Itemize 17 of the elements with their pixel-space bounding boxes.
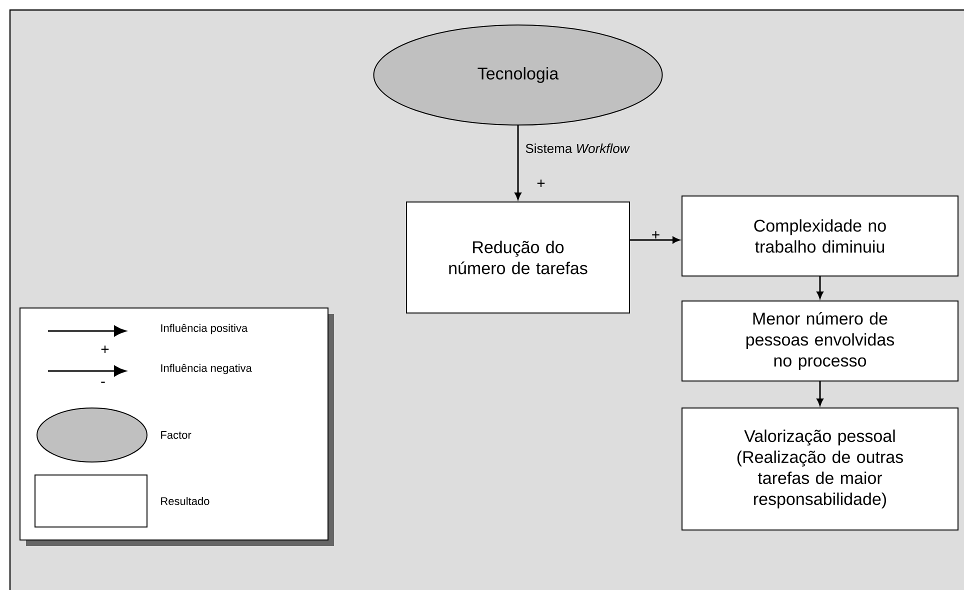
arrow <box>630 236 680 244</box>
sign-label: - <box>101 382 105 383</box>
arrow <box>514 126 522 200</box>
arrow <box>816 276 824 299</box>
result-box: Valorização pessoal (Realização de outras tarefas de maior responsabilidade) <box>682 408 958 530</box>
result-box: Complexidade no trabalho diminuiu <box>682 196 958 276</box>
legend-text: Influência positiva <box>161 324 248 334</box>
edge-label: Sistema Workflow <box>526 144 630 154</box>
legend-text: Factor <box>161 431 192 439</box>
result-box: Redução do número de tarefas <box>406 202 630 314</box>
arrow <box>816 382 824 406</box>
edge-label: + <box>652 231 660 238</box>
legend-text: Influência negativa <box>161 364 252 374</box>
legend-text: Resultado <box>161 496 210 506</box>
result-box: Menor número de pessoas envolvidas no processo <box>682 300 958 382</box>
sign-label: + <box>101 346 109 353</box>
sign-label: + <box>537 180 545 187</box>
